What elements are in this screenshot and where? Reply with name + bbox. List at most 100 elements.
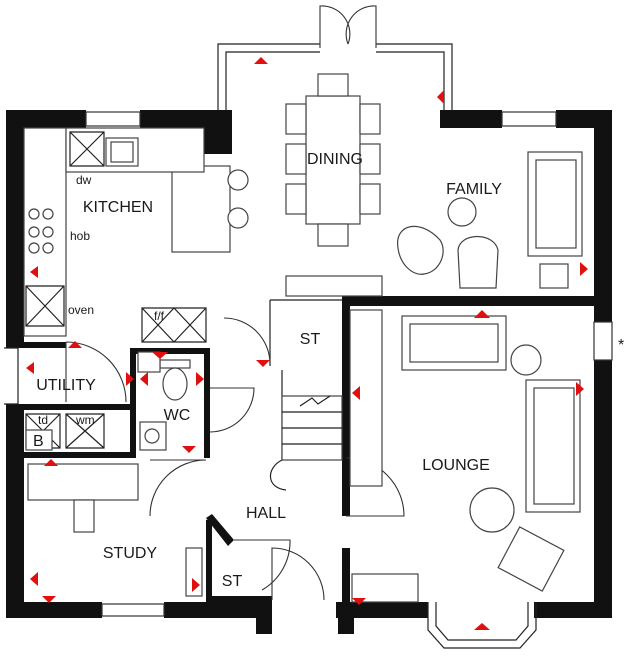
dining-bay-outline-right-inner (376, 51, 445, 110)
windows (85, 111, 557, 617)
marker (352, 598, 366, 605)
wc-toilet (162, 367, 188, 401)
marker (576, 382, 584, 396)
room-label-wc: WC (164, 407, 191, 424)
step-front-left (256, 618, 272, 634)
wall-utility-top (6, 342, 66, 348)
wall-right-upper (594, 110, 612, 322)
study-desk (27, 463, 139, 501)
wc-basin-bowl (144, 428, 160, 444)
furniture (25, 73, 583, 603)
dining-chair (285, 143, 307, 175)
wall-right-lower (594, 360, 612, 618)
lounge-coffee-table (469, 487, 515, 533)
hob-ring (28, 242, 40, 254)
lounge-armchair (497, 526, 565, 592)
hob-ring (42, 226, 54, 238)
wall-study-top (24, 452, 136, 458)
study-window (101, 603, 165, 617)
dining-chair (359, 183, 381, 215)
dining-table (305, 95, 361, 225)
room-label-dining: DINING (307, 151, 363, 168)
dining-chair (317, 73, 349, 97)
marker (68, 341, 82, 348)
room-label-hall: HALL (246, 505, 286, 522)
kitchen-sink-bowl (110, 141, 134, 163)
marker (254, 57, 268, 64)
dining-bay-outline (217, 43, 320, 110)
dining-chair (285, 103, 307, 135)
wall-wc-right (204, 348, 210, 458)
wall-left-lower (6, 410, 24, 618)
boiler (25, 429, 53, 451)
wc-vanity (137, 351, 161, 373)
family-side-table (447, 197, 477, 227)
lounge-tv-unit (349, 309, 383, 487)
marker (182, 446, 196, 453)
fixture-label-washing-machine: wm (75, 413, 95, 427)
marker (196, 372, 204, 386)
walls (6, 110, 612, 634)
dining-bay-outline-right (376, 43, 453, 110)
marker (256, 360, 270, 367)
marker (44, 459, 58, 466)
family-armchair (397, 225, 444, 275)
wall-store-left (206, 520, 212, 602)
marker (30, 572, 38, 586)
hob-ring (42, 242, 54, 254)
wall-kitchen-pier (204, 110, 232, 154)
annotation-asterisk: * (618, 337, 624, 354)
lounge-sofa-2-seat (533, 387, 575, 505)
stair-curve (269, 459, 287, 491)
dishwasher-box (69, 131, 105, 167)
wall-store-diagonal (206, 514, 234, 546)
study-door (149, 459, 207, 517)
hob-ring (28, 208, 40, 220)
marker (474, 310, 490, 318)
utility-door (65, 341, 127, 403)
marker (30, 266, 38, 278)
wall-bottom-store (206, 596, 272, 618)
room-label-family: FAMILY (446, 181, 502, 198)
room-label-study: STUDY (103, 545, 158, 562)
stair-break (299, 395, 331, 407)
dining-bay-outline-inner (225, 51, 320, 110)
st-lower-door (234, 539, 291, 591)
lounge-cabinet (351, 573, 419, 603)
step-front-right (338, 618, 354, 634)
lounge-side-table (510, 344, 542, 376)
lounge-sofa-seat (409, 323, 499, 363)
wall-top-kitchen-left (6, 110, 86, 128)
marker (26, 362, 34, 374)
french-door-right (345, 5, 377, 48)
french-door-left (319, 5, 351, 48)
family-window (501, 111, 557, 127)
marker (126, 372, 134, 386)
marker (42, 596, 56, 603)
room-label-kitchen: KITCHEN (83, 199, 153, 216)
wall-top-family-left (440, 110, 502, 128)
fixture-label-fridge-freezer: f/f (154, 309, 165, 323)
marker (192, 578, 200, 592)
hob-ring (28, 226, 40, 238)
wall-lounge-west-lower (342, 548, 350, 618)
fridge-freezer-box (141, 307, 207, 343)
lounge-bay-outline (427, 602, 537, 649)
study-chair (73, 499, 95, 533)
wc-door (209, 387, 255, 433)
family-footstool (539, 263, 569, 289)
wall-wc-left (130, 348, 136, 458)
wall-bottom-hall-right (336, 602, 428, 618)
family-armchair (457, 236, 499, 289)
utility-side-door (4, 347, 19, 405)
family-sofa-seat (535, 159, 577, 249)
fixture-label-hob: hob (70, 229, 90, 243)
dining-chair (359, 103, 381, 135)
front-door (271, 547, 325, 601)
fixture-label-boiler: B (33, 433, 44, 450)
marker (140, 372, 148, 386)
room-label-lounge: LOUNGE (422, 457, 490, 474)
bar-stool (227, 207, 249, 229)
marker (152, 352, 168, 359)
